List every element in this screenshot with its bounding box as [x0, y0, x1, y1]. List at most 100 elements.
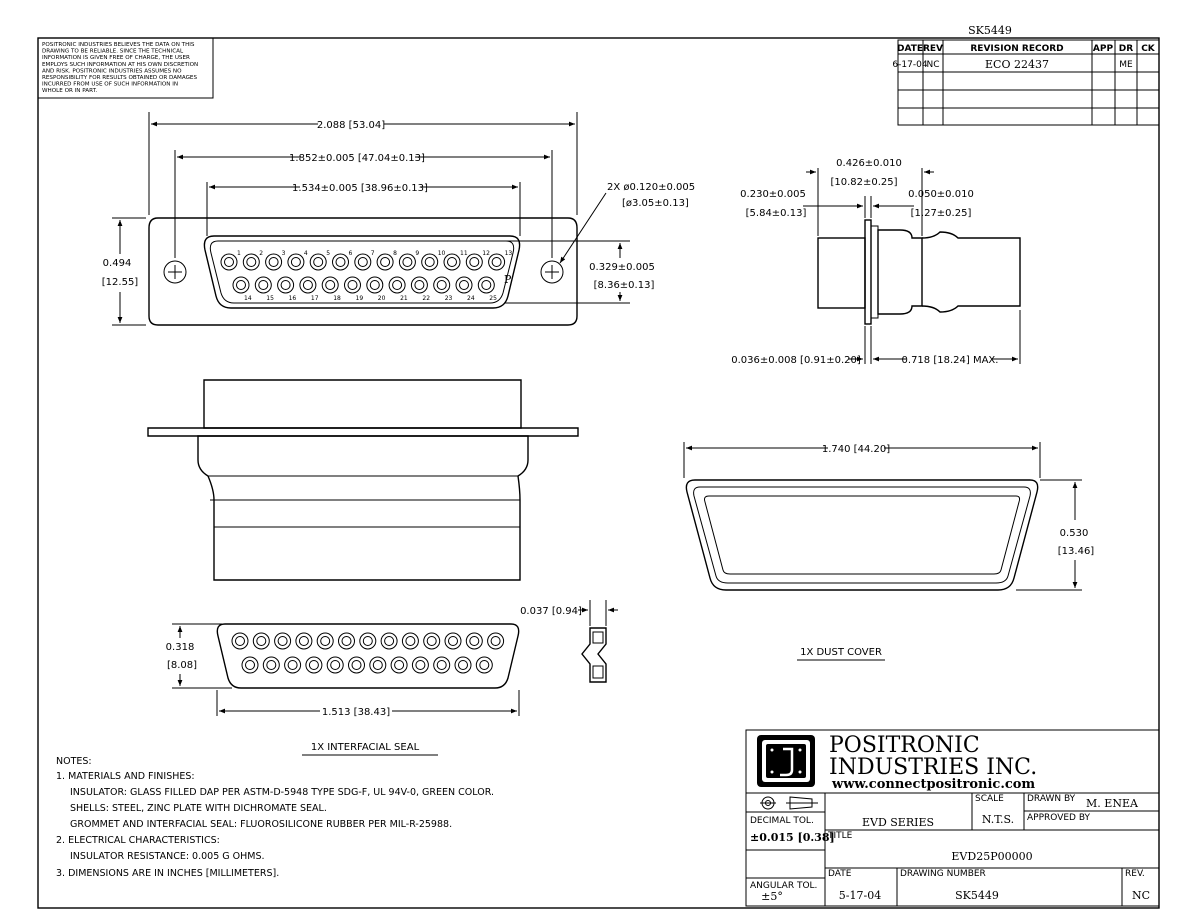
seal-side-view [581, 627, 607, 683]
dim-side-a-mm: [5.84±0.13] [746, 208, 807, 219]
seal-hole-inner [287, 660, 298, 670]
label-interfacial-seal: 1X INTERFACIAL SEAL [311, 742, 420, 753]
contact-pin-inner [302, 280, 313, 290]
dim-side-a-in: 0.230±0.005 [740, 189, 806, 200]
note-3: 3. DIMENSIONS ARE IN INCHES [MILLIMETERS… [56, 868, 279, 879]
seal-hole-inner [372, 660, 383, 670]
dim-seal-width: 1.513 [38.43] [322, 707, 390, 718]
rev-header-ck: CK [1141, 44, 1156, 54]
pin-number-label: 18 [333, 295, 341, 302]
contact-pin-inner [424, 257, 435, 267]
note-1: 1. MATERIALS AND FINISHES: [56, 771, 195, 782]
dim-hole-note-1: 2X ø0.120±0.005 [607, 182, 695, 193]
dim-seal-height-mm: [8.08] [167, 660, 197, 671]
pin-number-label: 15 [266, 295, 274, 302]
dim-cover-width: 1.740 [44.20] [822, 444, 890, 455]
contact-pin-inner [447, 257, 457, 267]
rev-header-rev: REV [923, 44, 943, 54]
disclaimer-line: INFORMATION IS GIVEN FREE OF CHARGE, THE… [42, 55, 190, 61]
contact-pin [287, 253, 305, 271]
projection-symbol [760, 796, 818, 810]
notes-heading: NOTES: [56, 756, 92, 767]
dim-side-b-in: 0.050±0.010 [908, 189, 974, 200]
seal-dimensions: 0.037 [0.94] 0.318 [8.08] 1.513 [38.43] [166, 600, 618, 718]
connector-profile-view [147, 379, 579, 581]
pin-number-label: 1 [237, 250, 241, 257]
seal-hole [369, 656, 387, 674]
sheet-number-top: SK5449 [968, 24, 1012, 37]
dim-row-pitch-in: 0.329±0.005 [589, 262, 655, 273]
seal-hole-inner [405, 636, 416, 646]
drawn-by-value: M. ENEA [1086, 797, 1139, 810]
dim-flange-thickness: 0.036±0.008 [0.91±0.20] [731, 355, 861, 366]
pin-number-label: 16 [289, 295, 297, 302]
dim-seal-thickness: 0.037 [0.94] [520, 606, 582, 617]
title-value: EVD25P00000 [951, 850, 1032, 863]
seal-hole-inner [277, 636, 288, 646]
seal-hole-inner [298, 636, 309, 646]
contact-pin [354, 253, 372, 271]
dim-mount-spacing: 1.852±0.005 [47.04±0.13] [289, 153, 425, 164]
seal-hole [274, 632, 292, 650]
seal-hole [295, 632, 313, 650]
contact-pin [220, 253, 238, 271]
company-website: www.connectpositronic.com [831, 777, 1035, 792]
pin-number-label: 22 [422, 295, 430, 302]
decimal-tol-label: DECIMAL TOL. [750, 816, 814, 826]
pin-number-label: 12 [482, 250, 490, 257]
dim-insulator-width: 1.534±0.005 [38.96±0.13] [292, 183, 428, 194]
pin-number-label: 23 [445, 295, 453, 302]
seal-hole [475, 656, 493, 674]
contact-pin [254, 276, 272, 294]
seal-hole [326, 656, 344, 674]
decimal-tol-value: ±0.015 [0.38] [750, 831, 835, 844]
rev-label: REV. [1125, 869, 1145, 879]
contact-pin-inner [313, 257, 324, 267]
pin-number-label: 14 [244, 295, 252, 302]
contact-pin [277, 276, 295, 294]
contact-pin-inner [246, 257, 257, 267]
contact-pin-inner [491, 257, 502, 267]
rev-row-rev: NC [926, 60, 939, 70]
contact-pin [433, 276, 451, 294]
date-label: DATE [828, 869, 852, 879]
seal-hole [411, 656, 429, 674]
pin-number-label: 21 [400, 295, 408, 302]
dim-cover-height-in: 0.530 [1060, 528, 1089, 539]
contact-pin [421, 253, 439, 271]
seal-hole [305, 656, 323, 674]
drawing-number-label: DRAWING NUMBER [900, 869, 986, 879]
disclaimer-line: POSITRONIC INDUSTRIES BELIEVES THE DATA … [42, 42, 195, 48]
title-block: POSITRONIC INDUSTRIES INC. www.connectpo… [745, 729, 1160, 907]
seal-hole [284, 656, 302, 674]
approved-by-label: APPROVED BY [1027, 813, 1091, 823]
contact-pin [242, 253, 260, 271]
contact-pin [366, 276, 384, 294]
seal-hole-inner [394, 660, 405, 670]
pin-number-label: 9 [415, 250, 419, 257]
note-2a: INSULATOR RESISTANCE: 0.005 G OHMS. [70, 851, 265, 862]
seal-hole-inner [245, 660, 255, 670]
seal-hole-inner [469, 636, 480, 646]
pin-number-label: 25 [489, 295, 497, 302]
seal-hole-inner [330, 660, 341, 670]
seal-hole-inner [426, 636, 437, 646]
contact-pin [443, 253, 461, 271]
label-dust-cover: 1X DUST COVER [800, 647, 882, 658]
seal-hole-inner [479, 660, 490, 670]
dust-cover-dimensions: 1.740 [44.20] 0.530 [13.46] [683, 442, 1094, 591]
seal-hole-inner [362, 636, 373, 646]
seal-hole [252, 632, 270, 650]
contact-pin [376, 253, 394, 271]
seal-hole [454, 656, 472, 674]
front-view-dimensions: 2.088 [53.04] 1.852±0.005 [47.04±0.13] 1… [102, 112, 695, 326]
rev-header-record: REVISION RECORD [970, 44, 1063, 54]
contact-pin-inner [402, 257, 413, 267]
pin-number-label: 4 [304, 250, 308, 257]
seal-hole-inner [490, 636, 501, 646]
date-value: 5-17-04 [839, 889, 881, 902]
dim-height-mm: [12.55] [102, 277, 139, 288]
drawn-by-label: DRAWN BY [1027, 794, 1076, 804]
